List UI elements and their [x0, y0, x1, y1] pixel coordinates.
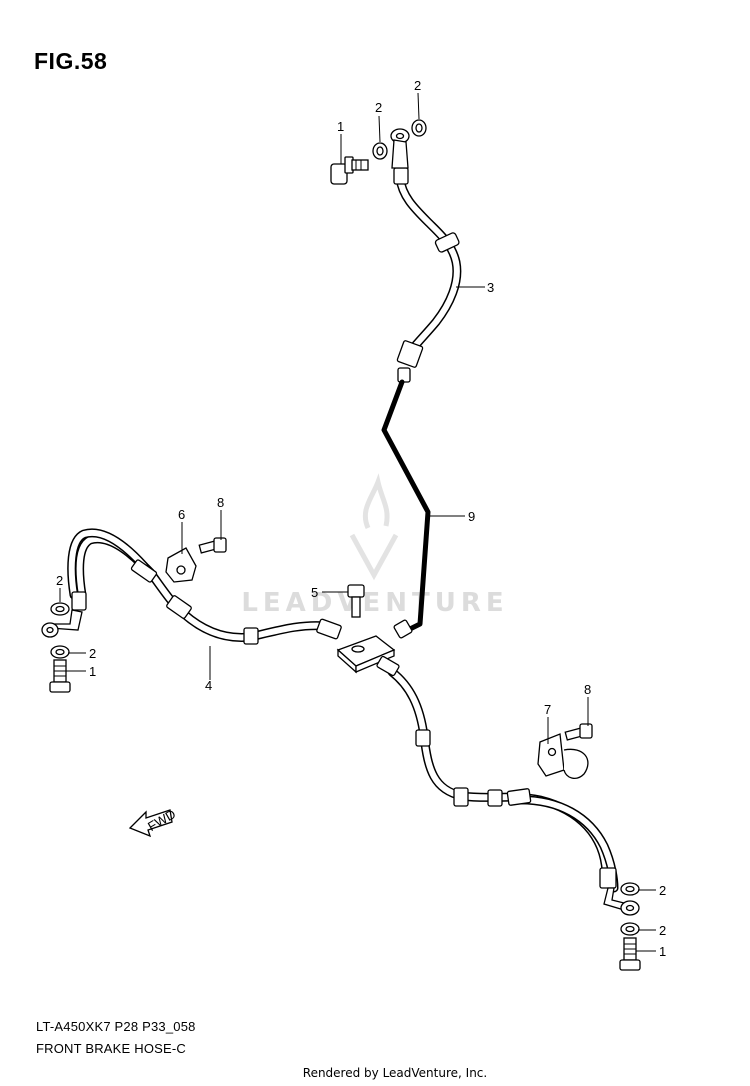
callout-2-left-a: 2: [56, 573, 63, 588]
brake-hose-right[interactable]: [376, 655, 619, 893]
banjo-bolt-top[interactable]: [330, 156, 369, 185]
callout-7: 7: [544, 702, 551, 717]
diagram-name: FRONT BRAKE HOSE-C: [36, 1041, 186, 1056]
diagram-code: LT-A450XK7 P28 P33_058: [36, 1019, 196, 1034]
washer-top-a[interactable]: [372, 142, 388, 160]
callout-3: 3: [487, 280, 494, 295]
brake-hose-left[interactable]: [67, 528, 342, 645]
banjo-fitting-top[interactable]: [390, 128, 410, 169]
banjo-bolt-left[interactable]: [49, 659, 71, 693]
callout-2-top-a: 2: [375, 100, 382, 115]
joint-bolt[interactable]: [347, 584, 365, 618]
callout-2-left-b: 2: [89, 646, 96, 661]
watermark-logo-icon: [349, 473, 399, 581]
washer-right-b[interactable]: [620, 922, 640, 936]
washer-left-a[interactable]: [50, 602, 70, 616]
callout-2-right-b: 2: [659, 923, 666, 938]
brake-pipe[interactable]: [381, 379, 431, 639]
callout-1-left: 1: [89, 664, 96, 679]
render-credit: Rendered by LeadVenture, Inc.: [0, 1066, 750, 1080]
washer-right-a[interactable]: [620, 882, 640, 896]
callout-4: 4: [205, 678, 212, 693]
clamp-bolt-right[interactable]: [564, 723, 593, 741]
leader-lines: [59, 92, 656, 952]
callout-9: 9: [468, 509, 475, 524]
hose-clamp-right[interactable]: [537, 733, 589, 780]
callout-6: 6: [178, 507, 185, 522]
washer-top-b[interactable]: [411, 119, 427, 137]
clamp-bolt-left[interactable]: [198, 537, 227, 554]
figure-title: FIG.58: [34, 48, 108, 74]
banjo-fitting-right[interactable]: [603, 887, 640, 916]
callout-8-left: 8: [217, 495, 224, 510]
render-credit-text: Rendered by LeadVenture, Inc.: [302, 1066, 488, 1080]
banjo-fitting-left[interactable]: [41, 609, 83, 638]
callout-1-top: 1: [337, 119, 344, 134]
callout-2-top-b: 2: [414, 78, 421, 93]
washer-left-b[interactable]: [50, 645, 70, 659]
brake-hose-joint[interactable]: [336, 635, 396, 674]
callout-2-right-a: 2: [659, 883, 666, 898]
hose-clamp-left[interactable]: [165, 547, 197, 583]
callout-8-right: 8: [584, 682, 591, 697]
forward-direction-arrow-icon: FWD: [128, 806, 178, 838]
callout-1-right: 1: [659, 944, 666, 959]
brake-hose-upper[interactable]: [393, 167, 462, 383]
watermark-text: LEADVENTURE: [241, 588, 509, 618]
callout-5: 5: [311, 585, 318, 600]
banjo-bolt-right[interactable]: [619, 937, 641, 971]
forward-direction-label: FWD: [145, 806, 178, 834]
